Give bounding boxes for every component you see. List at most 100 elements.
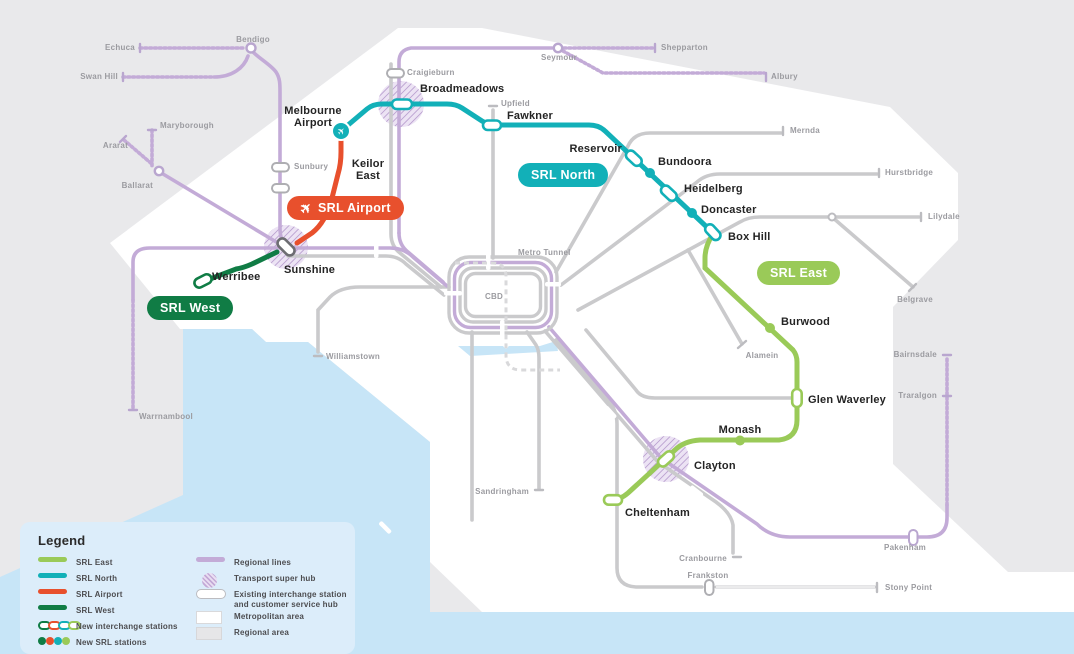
legend-item-label: Metropolitan area [234,612,305,621]
station-marker-ballarat [153,165,165,177]
station-label-pakenham: Pakenham [883,543,927,552]
legend-item-label: New interchange stations [76,622,178,631]
belgrave-line [830,215,915,289]
legend-item-label: Regional area [234,628,290,637]
gippsland-line [547,325,949,539]
station-label-frankston: Frankston [687,571,729,580]
station-marker-heidelberg [659,184,679,203]
legend-item-label: Regional lines [234,558,292,567]
line-swatch [38,572,76,578]
station-marker-fawkner [481,119,503,132]
hub-swatch [196,572,234,588]
station-marker-sunshine [276,237,296,257]
station-label-seymour: Seymour [541,53,577,62]
srl-east-line [608,231,800,503]
station-marker-watergardens [271,183,290,194]
station-label-ararat: Ararat [102,141,128,150]
station-marker-reservoir [624,149,644,168]
legend-item-srl-north: SRL North [38,572,188,588]
station-label-werribee: Werribee [212,271,261,283]
station-marker-broadmeadows [390,98,414,111]
station-label-heidelberg: Heidelberg [684,183,743,195]
line-swatch [196,556,234,562]
legend-item-metropolitan-area: Metropolitan area [196,610,351,626]
williamstown-line [316,285,451,354]
srl-east-badge-label: SRL East [770,266,828,280]
station-label-bundoora: Bundoora [658,156,712,168]
metro-tunnel-line [455,261,560,372]
station-label-doncaster: Doncaster [701,204,757,216]
legend-item-label: Existing interchange station and custome… [234,590,347,609]
legend-item-srl-west: SRL West [38,604,188,620]
station-label-mernda: Mernda [790,126,820,135]
station-label-burwood: Burwood [781,316,831,328]
station-label-ballarat: Ballarat [121,181,153,190]
station-label-albury: Albury [771,72,798,81]
station-label-cranbourne: Cranbourne [679,554,727,563]
station-label-williamstown: Williamstown [326,352,381,361]
station-label-stony-point: Stony Point [885,583,933,592]
station-marker-sunbury [271,162,290,173]
water-bottom [430,612,1074,654]
craigieburn-line [389,62,443,289]
srl-airport-badge-label: SRL Airport [318,201,391,215]
legend-item-label: Transport super hub [234,574,316,583]
station-label-clayton: Clayton [694,460,736,472]
station-markers: ✈ [153,42,919,596]
glen-waverley-line [584,328,795,400]
metro-swatch [196,610,234,624]
srl-east-badge: SRL East [757,261,841,285]
legend-item-label: SRL West [76,606,115,615]
srl-north-badge: SRL North [518,163,609,187]
airplane-icon: ✈ [296,198,316,218]
station-label-alamein: Alamein [745,351,779,360]
station-label-bairnsdale: Bairnsdale [893,350,937,359]
station-label-swan-hill: Swan Hill [80,72,118,81]
station-label-reservoir: Reservoir [569,143,622,155]
station-marker-doncaster [687,208,697,218]
legend-item-label: SRL North [76,574,118,583]
station-label-echuca: Echuca [105,43,135,52]
station-label-fawkner: Fawkner [507,110,554,122]
station-label-broadmeadows: Broadmeadows [420,83,505,95]
seymour-south [397,231,445,284]
legend-item-new-interchange-stations: New interchange stations [38,620,188,636]
hurstbridge-line [559,172,879,287]
dots-swatch [38,636,76,645]
station-label-metro-tunnel: Metro Tunnel [518,248,571,257]
station-label-cheltenham: Cheltenham [625,507,690,519]
srl-airport-line [294,136,344,246]
ballarat-line [161,172,280,245]
station-marker-glen-waverley [790,387,804,409]
line-swatch [38,556,76,562]
metro-end-ticks [312,104,923,594]
legend-item-new-srl-stations: New SRL stations [38,636,188,652]
regional-lines [121,46,949,539]
station-label-sunbury: Sunbury [294,162,329,171]
cranbourne-line [543,329,735,555]
station-marker-bendigo [245,42,257,54]
station-label-belgrave: Belgrave [897,295,933,304]
legend-item-regional-lines: Regional lines [196,556,351,572]
legend-title: Legend [38,533,86,548]
station-marker-melbourne-airport: ✈ [331,121,351,141]
legend-item-srl-east: SRL East [38,556,188,572]
station-marker-pakenham [908,529,919,546]
station-marker-frankston [704,579,715,596]
albury-dashed [561,49,766,75]
pillgray-swatch [196,588,234,599]
station-label-hurstbridge: Hurstbridge [885,168,934,177]
reg-swatch [196,626,234,640]
station-marker-box-hill [703,222,722,242]
pills-swatch [38,620,81,630]
station-label-monash: Monash [718,424,762,436]
cbd-loop-ticks [374,243,561,338]
alamein-line [686,248,744,346]
srl-west-line [207,249,280,282]
